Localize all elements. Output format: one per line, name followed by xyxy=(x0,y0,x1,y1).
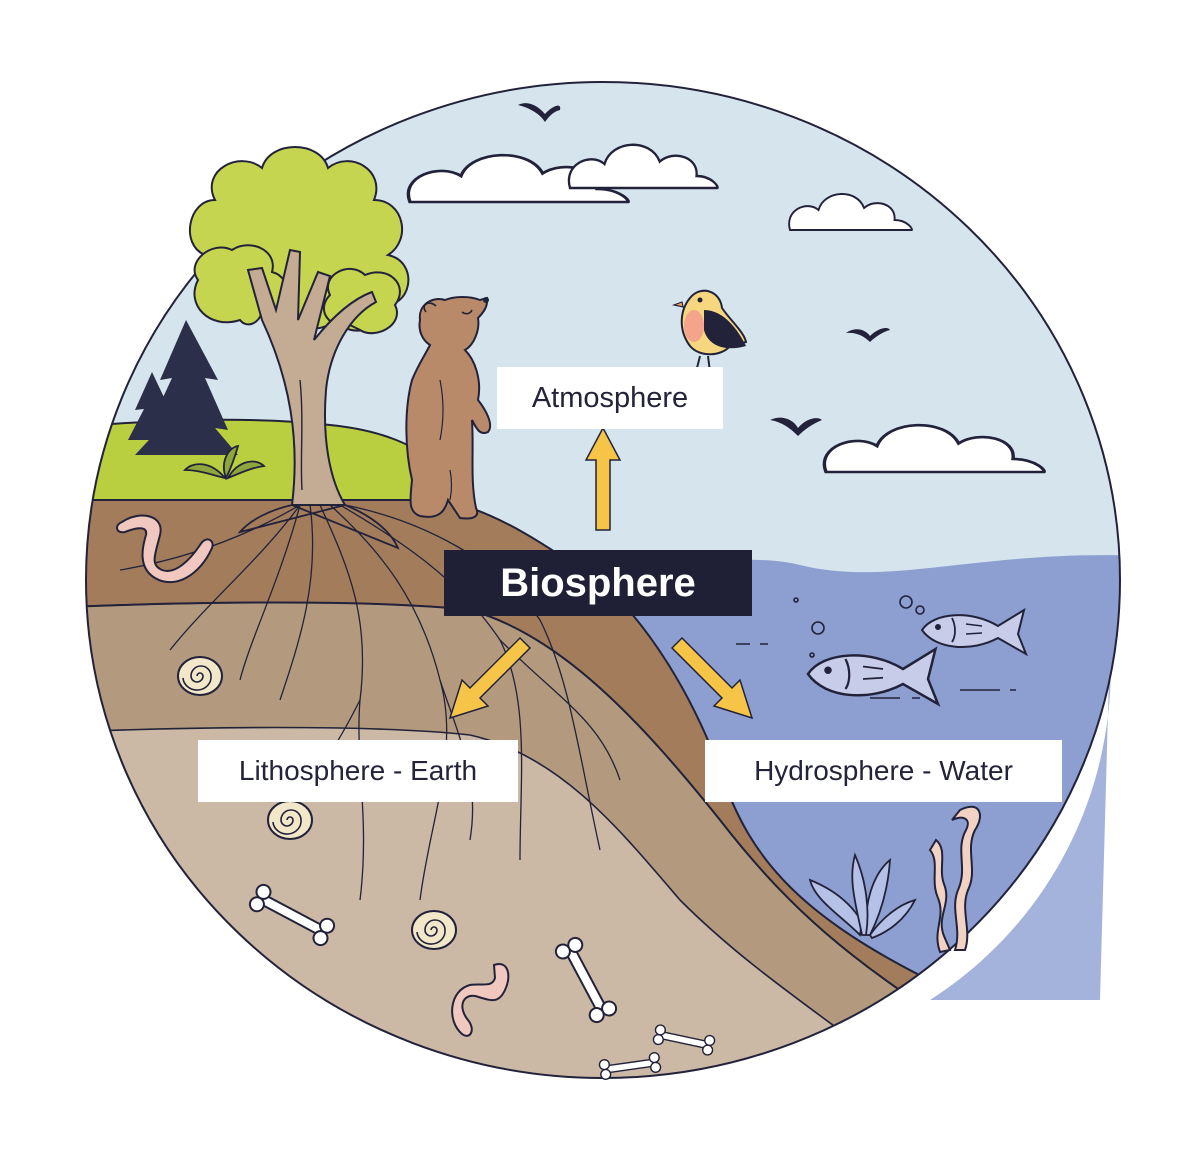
shell-fossil-icon xyxy=(411,910,457,950)
pine-tree-icon xyxy=(128,372,178,440)
biosphere-label: Biosphere xyxy=(444,550,752,616)
flying-bird-icon xyxy=(770,417,822,436)
shell-fossil-icon xyxy=(177,656,223,696)
plant-icon xyxy=(183,444,266,481)
perched-bird-icon xyxy=(671,289,748,373)
arrow-down-right-icon xyxy=(670,636,754,720)
worm-icon xyxy=(451,963,510,1037)
arrow-down-left-icon xyxy=(448,636,532,720)
lithosphere-label: Lithosphere - Earth xyxy=(198,740,518,802)
shell-fossil-icon xyxy=(267,800,313,840)
worm-icon xyxy=(116,514,214,584)
atmosphere-label-text: Atmosphere xyxy=(531,381,689,414)
flying-bird-icon xyxy=(518,103,561,122)
seaweed-icon xyxy=(951,805,981,951)
hydrosphere-label-text: Hydrosphere - Water xyxy=(754,755,1013,786)
grass-hill xyxy=(86,418,441,501)
hydrosphere-label: Hydrosphere - Water xyxy=(705,740,1062,802)
atmosphere-label: Atmosphere xyxy=(497,367,723,429)
flying-bird-icon xyxy=(846,328,890,342)
backdrop-water-blob xyxy=(930,640,1111,1000)
water-ripples xyxy=(736,643,1016,699)
arrow-up-icon xyxy=(584,426,622,531)
tree-icon xyxy=(188,146,410,550)
middle-soil xyxy=(86,602,960,1060)
seaweed-icon xyxy=(928,838,952,954)
sea-plant-icon xyxy=(808,852,917,940)
bear-icon xyxy=(405,296,492,520)
biosphere-label-text: Biosphere xyxy=(500,560,696,605)
lithosphere-label-text: Lithosphere - Earth xyxy=(238,755,478,786)
bubbles xyxy=(793,595,925,658)
